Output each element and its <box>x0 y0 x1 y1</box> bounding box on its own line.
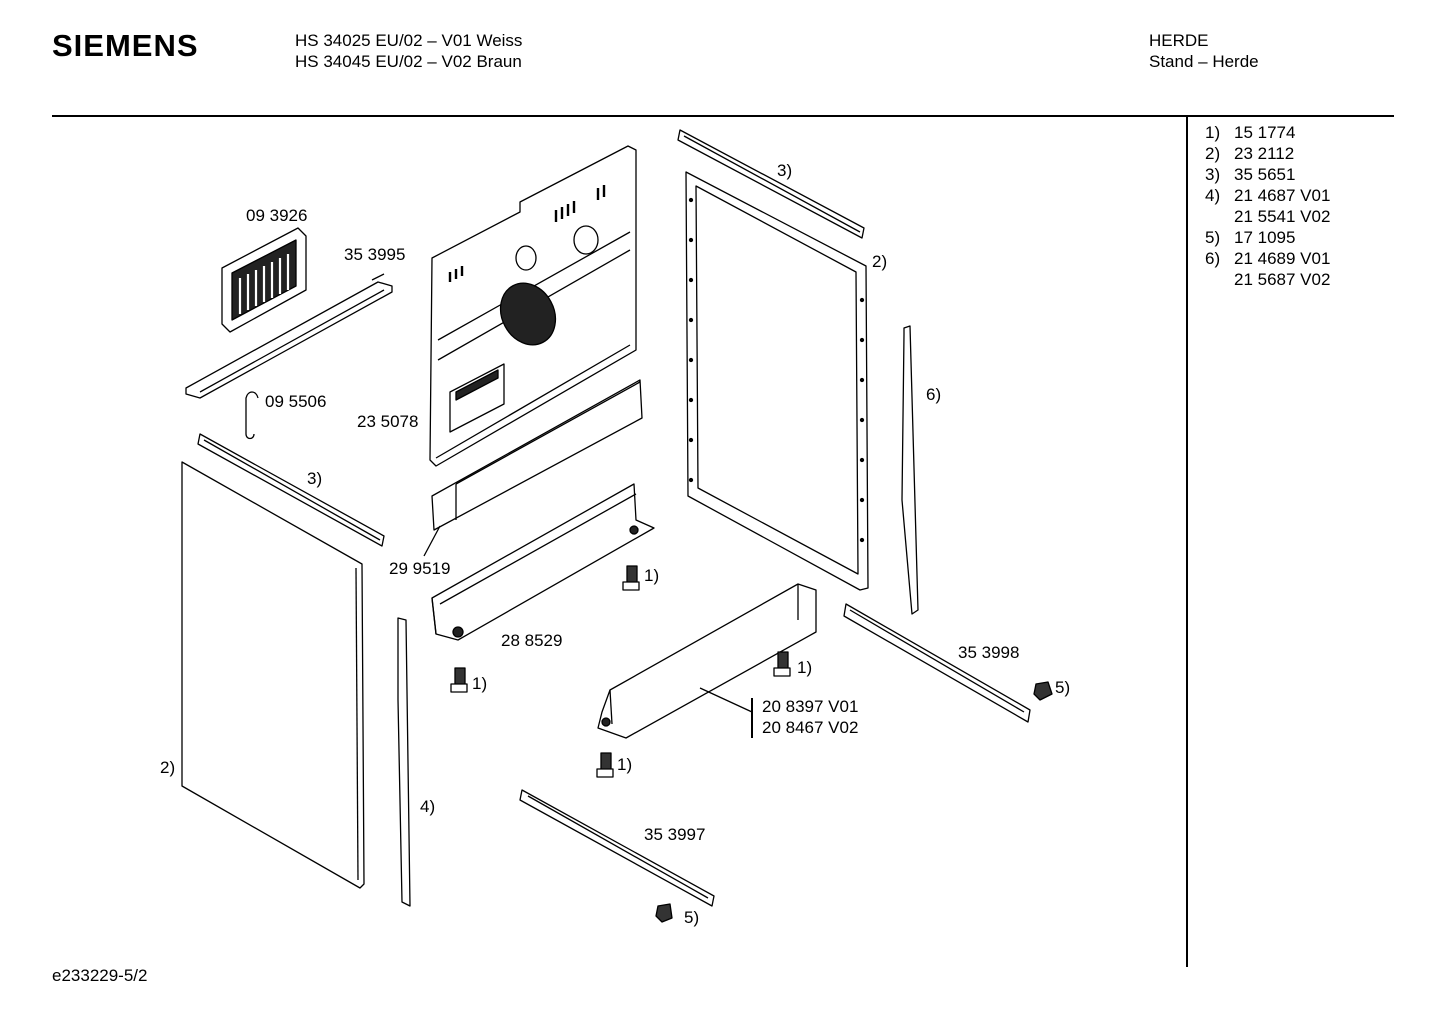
brand-logo: SIEMENS <box>52 28 199 63</box>
part-label: 35 3997 <box>644 825 706 844</box>
part-label: 20 8397 V01 <box>762 697 859 716</box>
category-subtitle: Stand – Herde <box>1149 52 1259 71</box>
part-label: 23 5078 <box>357 412 419 431</box>
rail-part-353997 <box>519 789 715 907</box>
side-trim-part-4 <box>397 617 411 907</box>
clip-part <box>1033 681 1053 701</box>
drawing-number: e233229-5/2 <box>52 966 148 985</box>
callout-label: 1) <box>797 658 813 677</box>
trim-strip-part-3-top <box>677 129 865 239</box>
legend-row: 2)23 2112 <box>1205 144 1295 163</box>
callout-label: 3) <box>307 469 323 488</box>
leader-line <box>699 687 753 713</box>
legend-divider <box>1186 117 1188 967</box>
callout-label: 2) <box>872 252 888 271</box>
foot-screw-part <box>596 752 614 778</box>
part-label: 09 5506 <box>265 392 327 411</box>
part-label: 20 8467 V02 <box>762 718 859 737</box>
fan-grille-part <box>221 227 307 333</box>
clip-part <box>655 903 673 923</box>
foot-screw-part <box>622 565 640 591</box>
parts-legend: 1)15 1774 2)23 2112 3)35 5651 4)21 4687 … <box>1205 122 1330 290</box>
legend-row: 3)35 5651 <box>1205 165 1296 184</box>
legend-row: 21 5687 V02 <box>1234 270 1331 289</box>
legend-row: 5)17 1095 <box>1205 228 1296 247</box>
foot-screw-part <box>773 651 791 677</box>
hook-part <box>245 391 259 440</box>
kick-plate-part <box>597 583 817 739</box>
part-label: 35 3995 <box>344 245 406 264</box>
door-frame-part <box>685 171 869 591</box>
back-panel-part <box>429 145 637 467</box>
leader-line <box>423 525 441 557</box>
angle-bracket-part <box>431 379 643 531</box>
part-label: 28 8529 <box>501 631 563 650</box>
callout-label: 3) <box>777 161 793 180</box>
category-block: HERDE Stand – Herde <box>1149 30 1259 72</box>
model-list: HS 34025 EU/02 – V01 Weiss HS 34045 EU/0… <box>295 30 522 72</box>
callout-label: 6) <box>926 385 942 404</box>
side-panel-part <box>181 461 365 889</box>
callout-label: 2) <box>160 758 176 777</box>
part-label: 29 9519 <box>389 559 451 578</box>
model-line-1: HS 34025 EU/02 – V01 Weiss <box>295 31 523 50</box>
rail-part-353995 <box>185 273 393 399</box>
callout-label: 1) <box>644 566 660 585</box>
callout-label: 1) <box>472 674 488 693</box>
rail-part-353998 <box>843 603 1031 723</box>
legend-row: 4)21 4687 V01 <box>1205 186 1331 205</box>
side-trim-part-6 <box>901 325 919 615</box>
callout-label: 4) <box>420 797 436 816</box>
part-label: 35 3998 <box>958 643 1020 662</box>
part-label: 09 3926 <box>246 206 308 225</box>
header-rule <box>52 115 1394 117</box>
base-tray-part <box>431 483 655 641</box>
legend-row: 1)15 1774 <box>1205 123 1296 142</box>
category-title: HERDE <box>1149 31 1209 50</box>
callout-label: 5) <box>1055 678 1071 697</box>
legend-row: 21 5541 V02 <box>1234 207 1331 226</box>
legend-row: 6)21 4689 V01 <box>1205 249 1331 268</box>
trim-strip-part-3-left <box>197 433 385 547</box>
callout-label: 5) <box>684 908 700 927</box>
foot-screw-part <box>450 667 468 693</box>
model-line-2: HS 34045 EU/02 – V02 Braun <box>295 52 522 71</box>
callout-label: 1) <box>617 755 633 774</box>
